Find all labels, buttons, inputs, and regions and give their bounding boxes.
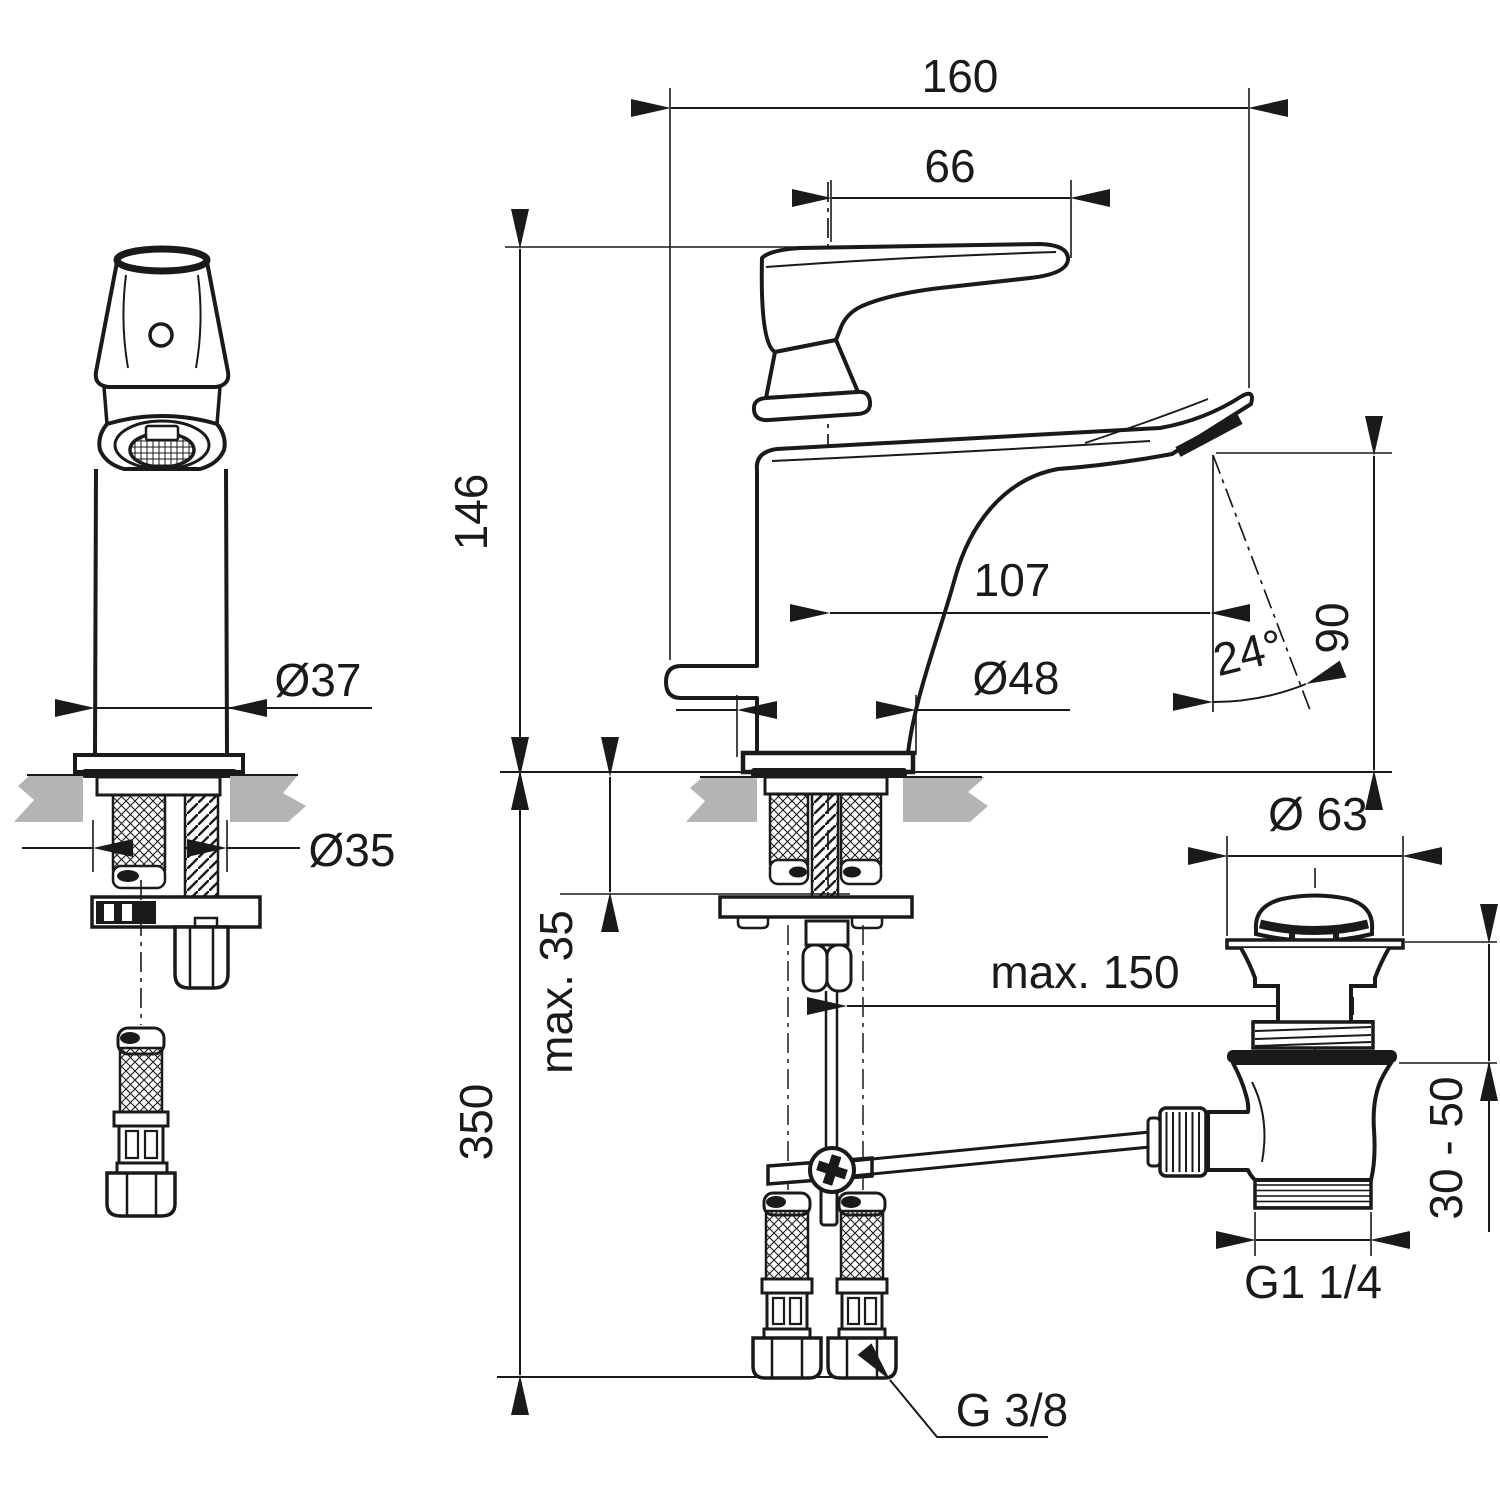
front-spout [97, 386, 227, 471]
front-underdeck [90, 775, 262, 1218]
dim-label-spout-reach: 107 [974, 554, 1051, 606]
side-view: 160 66 146 107 Ø48 [445, 50, 1392, 1438]
dim-hose-length: 350 [450, 737, 529, 1415]
side-underdeck [497, 775, 1161, 1380]
phillips-cross-icon [816, 1154, 848, 1186]
front-threaded-stud [183, 793, 220, 899]
waste-lower-body [1146, 1061, 1393, 1210]
front-view: Ø37 Ø35 [14, 245, 395, 1218]
dim-max-deck-thickness: max. 35 [530, 737, 850, 1074]
supply-hose-left [751, 1191, 823, 1380]
dim-label-supply-thread: G 3/8 [956, 1384, 1069, 1436]
dim-label-waste-thread: G1 1/4 [1244, 1256, 1382, 1308]
side-bracket-plate [718, 895, 914, 919]
dim-label-flange-diameter: Ø 63 [1268, 788, 1368, 840]
waste-gasket [1227, 1050, 1397, 1063]
dim-spout-height: 146 [445, 209, 812, 810]
dim-label-stream-angle: 24° [1208, 619, 1288, 686]
dim-label-body-diameter: Ø37 [275, 654, 362, 706]
dim-overall-depth: 160 [631, 50, 1288, 660]
waste-flange [1225, 938, 1405, 950]
side-body [664, 391, 1254, 755]
front-deck [14, 774, 306, 822]
waste-cap [1253, 893, 1375, 944]
dim-label-hose-length: 350 [450, 1084, 502, 1161]
side-threaded-stud [810, 792, 840, 899]
dim-label-max-rod-distance: max. 150 [990, 946, 1179, 998]
dim-label-handle-length: 66 [924, 140, 975, 192]
handle-dot [148, 322, 174, 348]
dim-basin-thickness: 30 - 50 [1399, 904, 1498, 1232]
side-handle [751, 242, 1070, 423]
waste-tail-thread [1253, 1178, 1373, 1210]
waste-upper-body [1227, 947, 1397, 1063]
dim-label-outlet-height: 90 [1306, 602, 1358, 653]
dim-spout-reach: 107 [790, 554, 1250, 622]
dim-mounting-hole: Ø35 [22, 820, 395, 876]
dim-label-base-diameter: Ø48 [973, 652, 1060, 704]
front-handle [93, 245, 231, 389]
front-hose-braid [111, 793, 167, 872]
dim-label-mounting-hole: Ø35 [309, 824, 396, 876]
dim-stream-angle: 24° [1172, 454, 1347, 712]
side-deck [686, 776, 988, 822]
spout-aerator-band [1175, 414, 1243, 457]
front-supply-hose [105, 1026, 177, 1218]
popup-rod [824, 991, 839, 1160]
linkage-rod [851, 1129, 1161, 1178]
dim-waste-thread: G1 1/4 [1216, 1212, 1410, 1308]
dim-label-spout-height: 146 [445, 474, 497, 551]
dim-label-max-deck-thickness: max. 35 [530, 910, 582, 1074]
dim-outlet-height: 90 [1216, 416, 1392, 810]
dim-handle-length: 66 [792, 140, 1110, 258]
dim-base-diameter: Ø48 [676, 652, 1070, 757]
dim-label-basin-thickness: 30 - 50 [1420, 1076, 1472, 1219]
front-body [93, 468, 229, 756]
dim-body-diameter: Ø37 [55, 654, 372, 717]
front-nut [173, 925, 230, 990]
dim-label-overall-depth: 160 [922, 50, 999, 102]
dim-max-rod-distance: max. 150 [807, 946, 1354, 1015]
label-supply-thread: G 3/8 [857, 1343, 1069, 1438]
handle-top-rim [113, 245, 211, 275]
waste-view: Ø 63 30 - 50 G1 1/4 [1146, 788, 1498, 1308]
dim-flange-diameter: Ø 63 [1188, 788, 1442, 936]
